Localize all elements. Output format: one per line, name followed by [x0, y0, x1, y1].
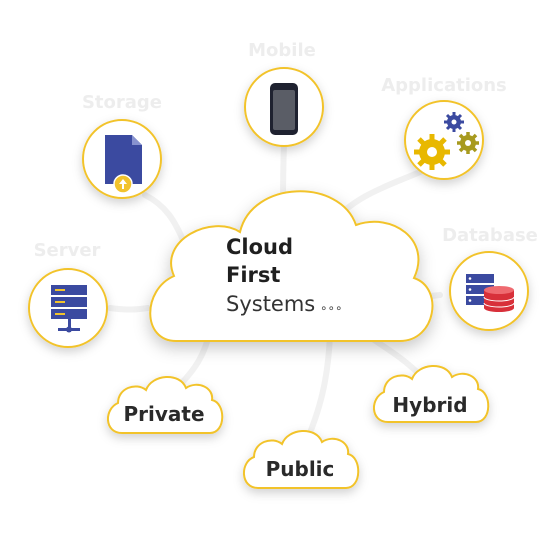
- server-node: [28, 268, 108, 348]
- document-upload-icon: [105, 135, 142, 194]
- applications-label: Applications: [381, 75, 507, 96]
- hybrid-label: Hybrid: [392, 393, 467, 417]
- database-icon: [466, 274, 515, 312]
- public-label: Public: [266, 457, 335, 481]
- cloud-ellipsis: ∘∘∘: [320, 301, 343, 315]
- gears-icon: [414, 112, 479, 170]
- mobile-node: [244, 67, 324, 147]
- storage-label: Storage: [82, 92, 162, 113]
- server-label: Server: [34, 240, 101, 261]
- cloud-title-cloud: Cloud: [226, 235, 293, 259]
- private-cloud: [107, 376, 224, 434]
- public-cloud: [243, 430, 360, 489]
- storage-node: [82, 119, 162, 199]
- database-label: Database: [442, 225, 538, 246]
- connector-public: [302, 332, 333, 448]
- mobile-label: Mobile: [248, 40, 316, 61]
- private-label: Private: [123, 402, 204, 426]
- server-rack-icon: [51, 285, 87, 333]
- database-node: [449, 251, 529, 331]
- connector-server: [107, 305, 151, 313]
- connector-storage: [142, 192, 188, 248]
- applications-node: [404, 100, 484, 180]
- cloud-title-systems: Systems: [226, 292, 315, 316]
- main-cloud: [149, 190, 434, 342]
- cloud-title-first: First: [226, 263, 280, 287]
- smartphone-icon: [270, 83, 298, 135]
- hybrid-cloud: [373, 365, 490, 423]
